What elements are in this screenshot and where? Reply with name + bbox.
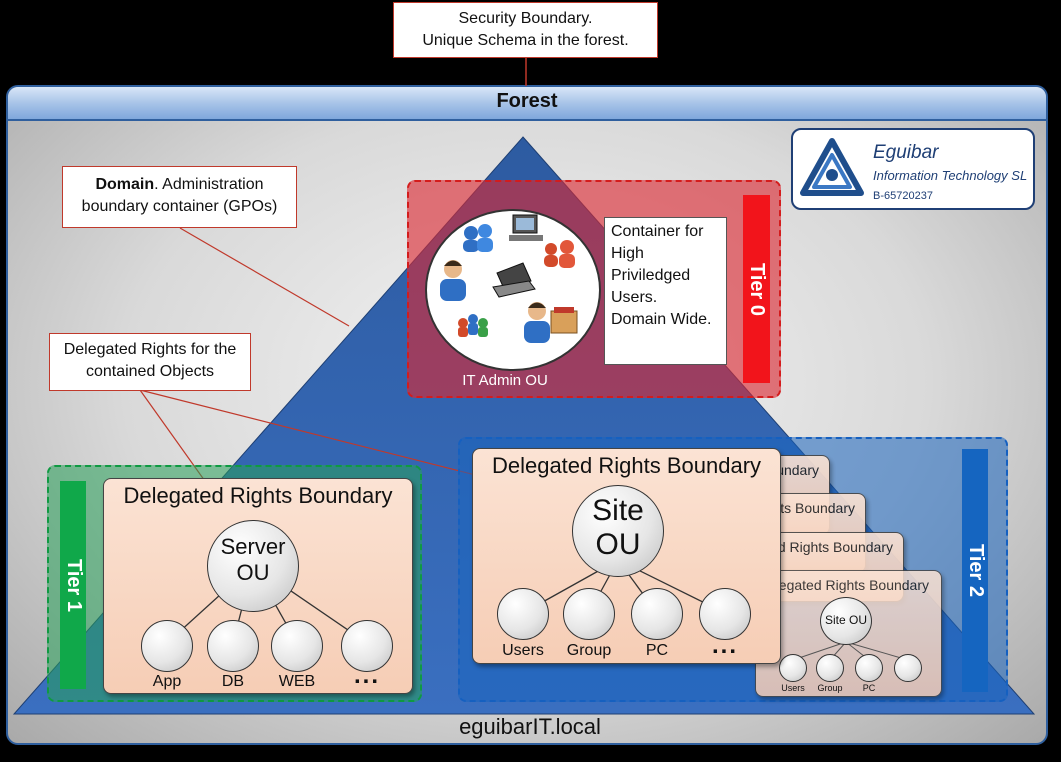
tier1-box-title: Delegated Rights Boundary [123,483,393,508]
more-label: ... [353,662,380,689]
forest-title: Forest [496,90,558,112]
mini-site-ou-node [820,597,872,645]
security-line1: Security Boundary. [458,10,593,27]
mini-group-node [816,654,844,682]
stack-title-3: d Rights Boundary [777,539,893,555]
tier2-more-node [699,588,751,640]
server-ou-label: Server OU [220,534,286,585]
tier2-more-label: ... [711,632,738,659]
stack-title-4: elegated Rights Boundary [767,577,929,593]
tier0-bar: Tier 0 [743,195,770,383]
mini-more-node [894,654,922,682]
group-label: Group [566,642,612,659]
mini-users-label: Users [781,683,805,693]
note-line1: Container for [611,223,704,240]
mini-pc-node [855,654,883,682]
logo-emblem-icon [800,138,864,196]
tier2-box-title: Delegated Rights Boundary [491,453,762,478]
security-line2: Unique Schema in the forest. [422,32,629,49]
logo-code: B-65720237 [873,190,933,202]
logo-name: Eguibar [873,142,939,163]
mini-pc-label: PC [862,683,876,693]
db-node [207,620,259,672]
domain-rest: . Administration [154,176,264,193]
pc-label: PC [645,642,669,659]
domain-callout: Domain. Administration boundary containe… [62,166,297,228]
tier0-container-note: Container for High Priviledged Users. Do… [604,217,727,365]
pc-node [631,588,683,640]
db-label: DB [221,673,245,690]
site-ou-node [572,485,664,577]
forest-header [8,87,1046,121]
delegated-line2: contained Objects [85,363,215,380]
domain-name: eguibarIT.local [459,714,601,739]
mini-site-ou-label: Site OU [824,613,867,627]
web-node [271,620,323,672]
note-line2: High [611,245,644,262]
app-label: App [152,673,182,690]
delegated-line1: Delegated Rights for the [63,341,237,358]
tier1-bar: Tier 1 [60,481,86,689]
security-boundary-callout: Security Boundary. Unique Schema in the … [393,2,658,58]
domain-line2: boundary container (GPOs) [81,198,278,215]
company-logo: Eguibar Information Technology SL B-6572… [791,128,1035,210]
server-ou-node [207,520,299,612]
stack-title-2: ts Boundary [780,500,855,516]
admin-users-icon [440,214,578,343]
web-label: WEB [278,673,316,690]
tier2-bar: Tier 2 [962,449,988,692]
site-ou-label: Site OU [592,494,644,561]
logo-subtitle: Information Technology SL [873,168,1028,183]
delegated-rights-callout: Delegated Rights for the contained Objec… [49,333,251,391]
note-line5: Domain Wide. [611,311,712,328]
app-node [141,620,193,672]
stack-title-1: undary [776,462,819,478]
domain-bold: Domain [95,176,155,193]
users-label: Users [502,642,544,659]
users-node [497,588,549,640]
mini-users-node [779,654,807,682]
mini-group-label: Group [817,683,843,693]
it-admin-ou-circle [425,209,601,371]
group-node [563,588,615,640]
note-line4: Users. [611,289,658,306]
note-line3: Priviledged [611,267,691,284]
more-node [341,620,393,672]
it-admin-ou-label: IT Admin OU [462,372,548,389]
domain-connector [179,227,350,327]
